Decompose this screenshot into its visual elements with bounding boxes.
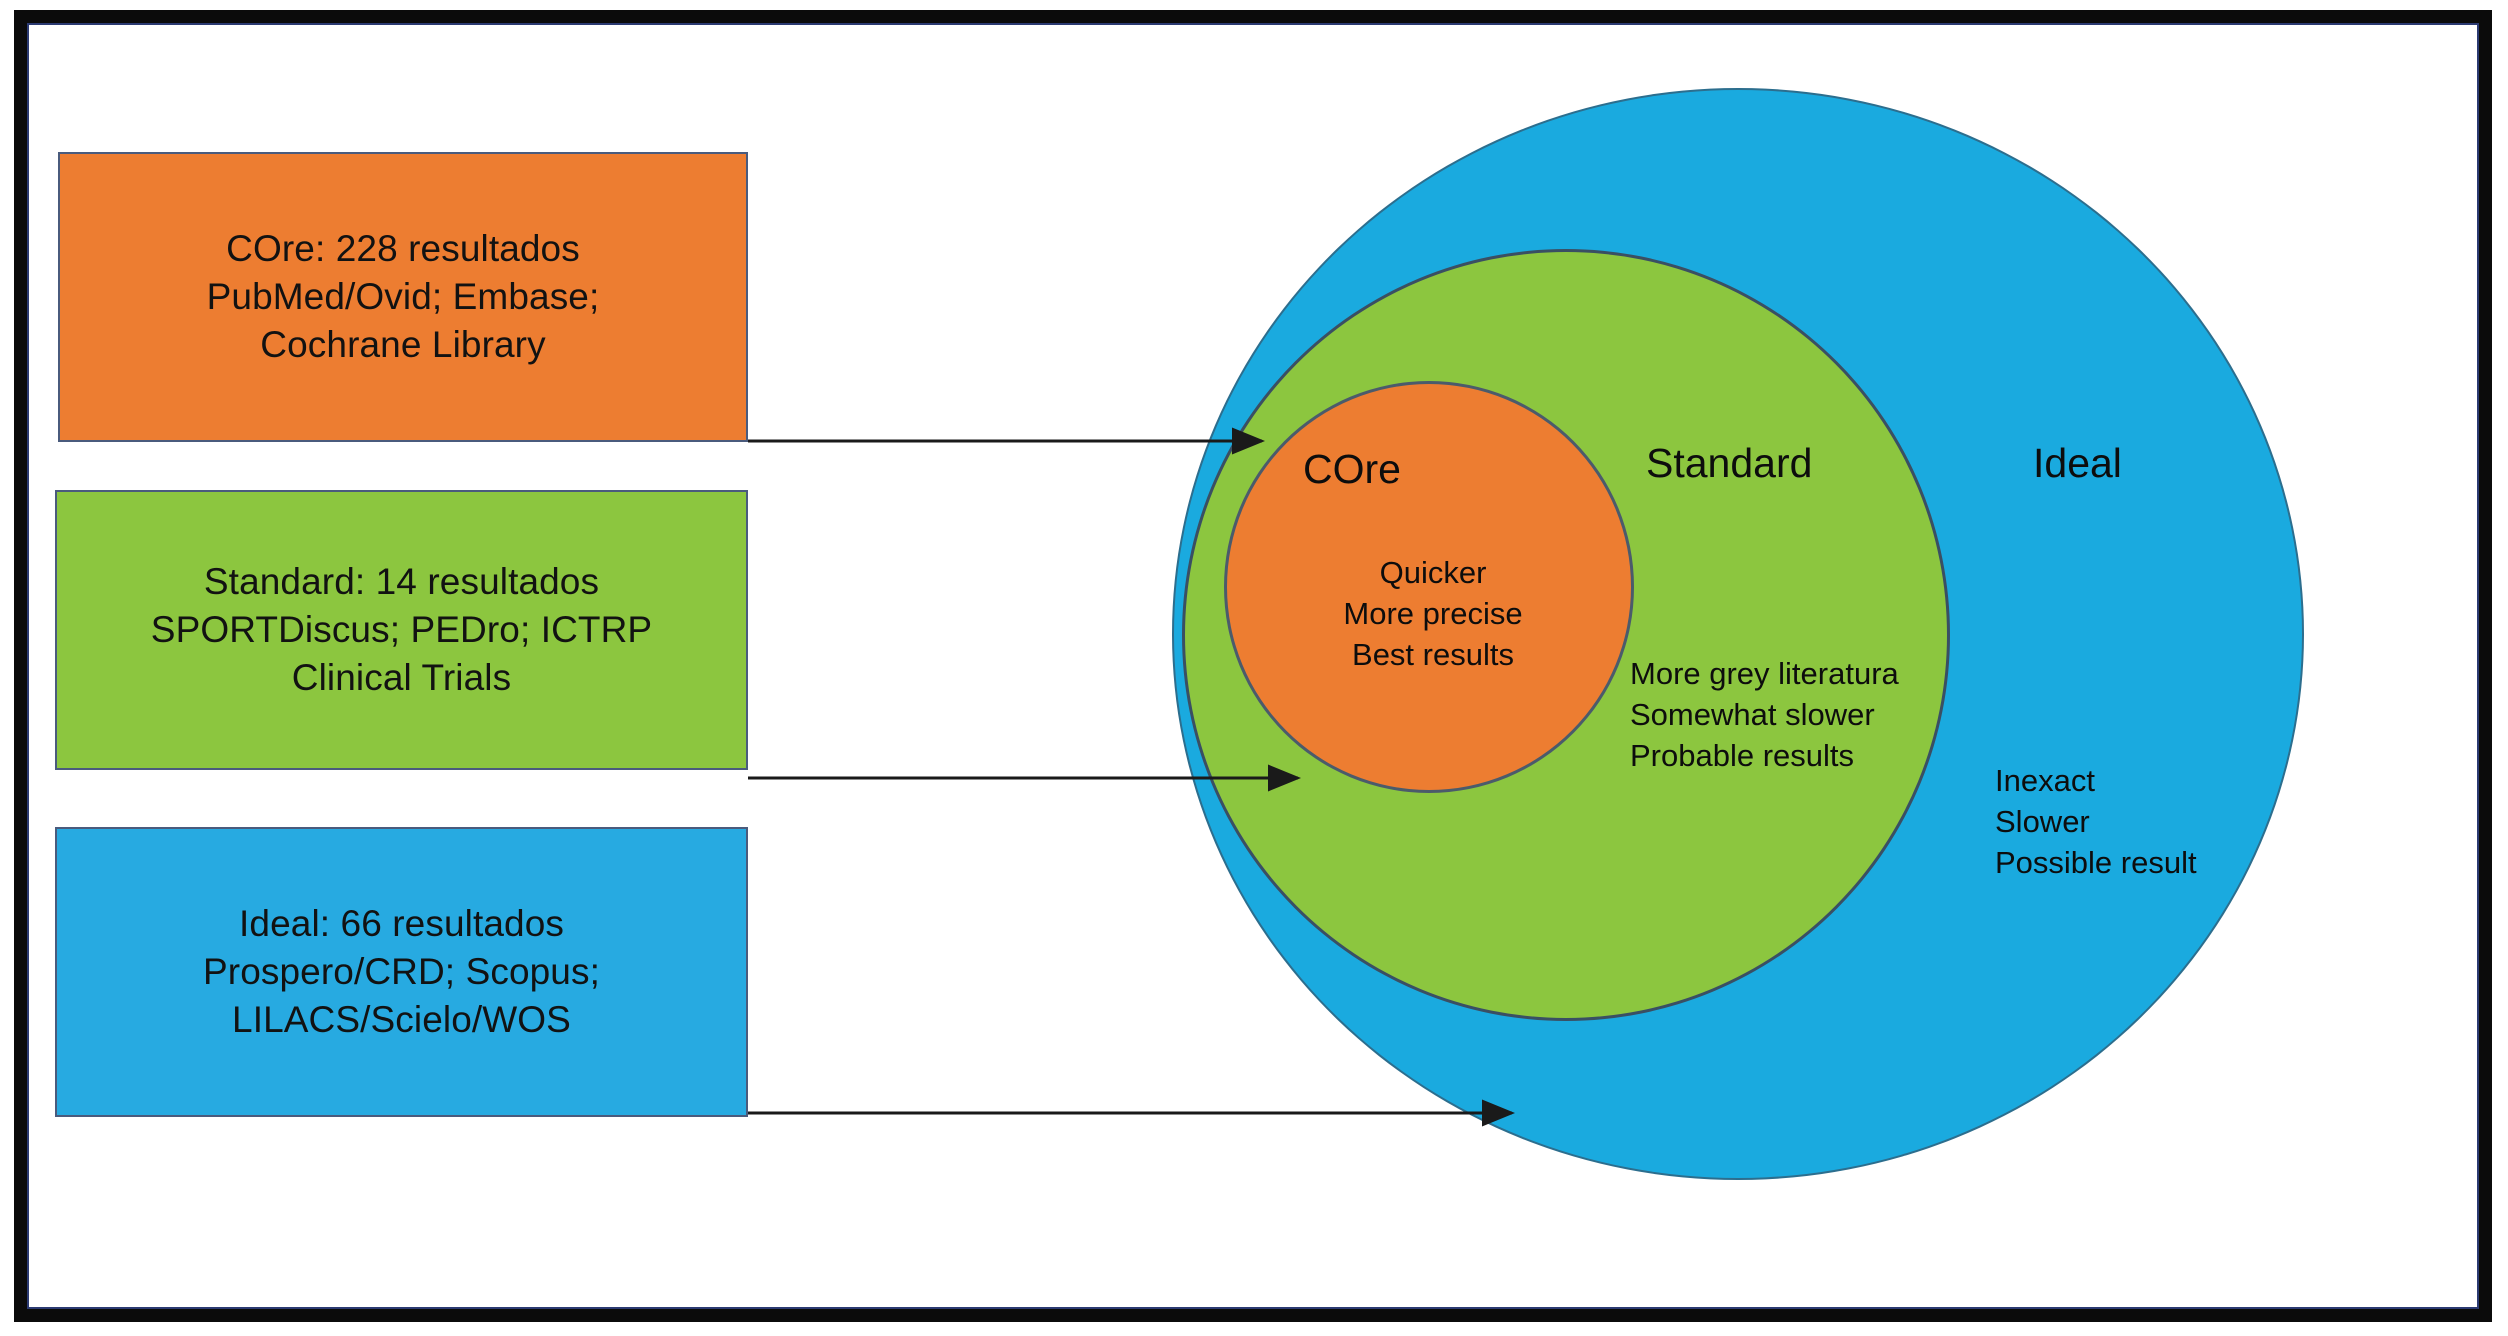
legend-line: SPORTDiscus; PEDro; ICTRP [150,608,653,650]
venn-detail-line: Inexact [1995,763,2095,798]
venn-detail-line: Best results [1352,637,1514,673]
venn-detail-line: Possible result [1995,845,2197,881]
legend-box-standard: Standard: 14 resultados SPORTDiscus; PED… [55,490,748,770]
venn-detail-line: More precise [1343,596,1523,632]
venn-detail-line: Quicker [1379,555,1487,590]
legend-line: Cochrane Library [260,324,546,366]
venn-detail-line: Somewhat slower [1630,697,1875,733]
venn-label-standard: Standard [1646,440,1813,486]
legend-box-core: COre: 228 resultados PubMed/Ovid; Embase… [58,152,748,442]
legend-line: LILACS/Scielo/WOS [232,999,571,1041]
legend-line: Clinical Trials [291,657,512,699]
venn-label-ideal: Ideal [2033,440,2122,486]
venn-detail-line: Probable results [1630,738,1855,774]
legend-line: COre: 228 resultados [226,227,580,269]
legend-line: PubMed/Ovid; Embase; [206,275,600,317]
legend-box-ideal: Ideal: 66 resultados Prospero/CRD; Scopu… [55,827,748,1117]
legend-line: Prospero/CRD; Scopus; [203,950,600,992]
venn-detail-line: More grey literatura [1630,656,1899,691]
venn-details-standard: More grey literatura Somewhat slower Pro… [1630,653,1899,777]
venn-circle-core [1224,381,1634,793]
venn-details-ideal: Inexact Slower Possible result [1995,760,2197,884]
venn-label-core: COre [1303,446,1401,492]
venn-details-core: Quicker More precise Best results [1333,552,1533,676]
venn-detail-line: Slower [1995,804,2090,840]
legend-line: Standard: 14 resultados [203,560,600,602]
legend-line: Ideal: 66 resultados [239,902,564,944]
